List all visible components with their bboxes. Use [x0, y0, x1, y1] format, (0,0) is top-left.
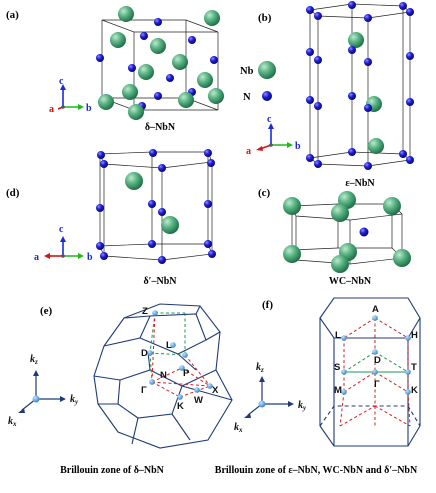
point-L: L	[335, 330, 341, 341]
unit-cell-d	[99, 151, 213, 261]
point-K: K	[411, 385, 418, 396]
point-A: A	[372, 304, 379, 315]
axis-triad-a: c b a	[49, 76, 92, 115]
bz-hex-point-labels: A L H S D T M Γ K	[334, 304, 418, 396]
atoms-a	[96, 6, 224, 120]
axis-c-label: c	[59, 76, 64, 87]
panel-f-label: (f)	[262, 299, 273, 311]
kz-label: kz	[256, 362, 264, 374]
bz-fcc-points	[147, 310, 213, 400]
atoms-b	[306, 1, 414, 170]
panel-a-label: (a)	[6, 9, 19, 21]
point-L: L	[166, 340, 172, 351]
bz-fcc-edges	[93, 303, 233, 449]
bz-fcc-point-labels: Z D L N P Γ K W X	[141, 306, 219, 412]
bz-fcc-path	[149, 312, 211, 398]
atoms-c	[283, 191, 411, 273]
atoms-d	[96, 149, 216, 264]
bz-hex-points	[341, 315, 411, 395]
unit-cell-b	[309, 3, 411, 167]
panel-a-caption: δ–NbN	[145, 122, 176, 133]
ky-label: ky	[70, 394, 79, 406]
point-X: X	[212, 385, 219, 396]
panel-d-caption: δ′–NbN	[143, 276, 177, 287]
bz-fcc-axes: kz ky kx	[8, 354, 79, 428]
point-D: D	[141, 348, 148, 359]
axis-b-label: b	[295, 141, 301, 152]
legend-nb-swatch	[258, 61, 276, 79]
point-M: M	[334, 385, 342, 396]
panel-c-caption: WC–NbN	[329, 276, 372, 287]
point-T: T	[411, 362, 417, 373]
axis-b-label: b	[87, 252, 93, 263]
panel-a: (a)	[6, 6, 224, 133]
point-Gamma: Γ	[374, 379, 380, 390]
point-H: H	[411, 330, 418, 341]
axis-a-label: a	[34, 252, 39, 263]
kx-label: kx	[234, 422, 243, 434]
panel-b-caption: ε–NbN	[345, 178, 375, 189]
point-K: K	[177, 401, 184, 412]
point-N: N	[160, 370, 167, 381]
point-S: S	[334, 362, 340, 373]
point-D: D	[374, 355, 381, 366]
ky-label: ky	[298, 400, 307, 412]
axis-a-label: a	[49, 104, 54, 115]
panel-b: (b)	[246, 1, 414, 189]
axis-triad-d: c b a	[34, 224, 93, 263]
axis-c-label: c	[267, 114, 272, 125]
panel-d-label: (d)	[6, 187, 20, 199]
panel-c: (c) WC–NbN	[258, 187, 411, 287]
point-Gamma: Γ	[141, 385, 147, 396]
axis-a-label: a	[246, 146, 251, 157]
panel-b-label: (b)	[258, 12, 272, 24]
axis-c-label: c	[59, 224, 64, 235]
point-P: P	[183, 368, 190, 379]
panel-e-label: (e)	[40, 305, 53, 317]
panel-c-label: (c)	[258, 187, 271, 199]
kx-label: kx	[8, 416, 17, 428]
panel-e-caption: Brillouin zone of δ–NbN	[60, 465, 165, 476]
kz-label: kz	[30, 354, 38, 366]
point-Z: Z	[142, 306, 148, 317]
legend-n-label: N	[243, 92, 251, 103]
atom-legend: Nb N	[240, 61, 276, 103]
axis-b-label: b	[86, 103, 92, 114]
axis-triad-b: c b a	[246, 114, 301, 157]
panel-f: (f)	[215, 297, 421, 476]
panel-e: (e)	[8, 303, 233, 476]
panel-d: (d)	[6, 149, 216, 287]
legend-nb-label: Nb	[240, 66, 254, 77]
legend-n-swatch	[262, 91, 272, 101]
panel-f-caption: Brillouin zone of ε–NbN, WC-NbN and δ′–N…	[215, 465, 418, 476]
bz-hex-axes: kz ky kx	[234, 362, 307, 434]
point-W: W	[194, 395, 203, 406]
